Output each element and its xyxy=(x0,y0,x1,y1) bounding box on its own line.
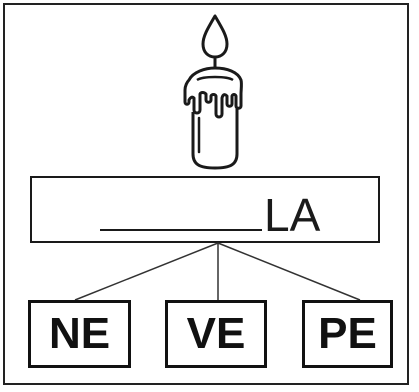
missing-syllable-blank[interactable] xyxy=(100,229,262,231)
option-ve-button[interactable]: VE xyxy=(165,300,267,368)
option-ne-button[interactable]: NE xyxy=(28,300,131,368)
candle-icon xyxy=(183,14,243,170)
word-suffix: LA xyxy=(264,189,321,241)
word-box: LA xyxy=(30,176,380,243)
option-pe-button[interactable]: PE xyxy=(302,300,393,368)
